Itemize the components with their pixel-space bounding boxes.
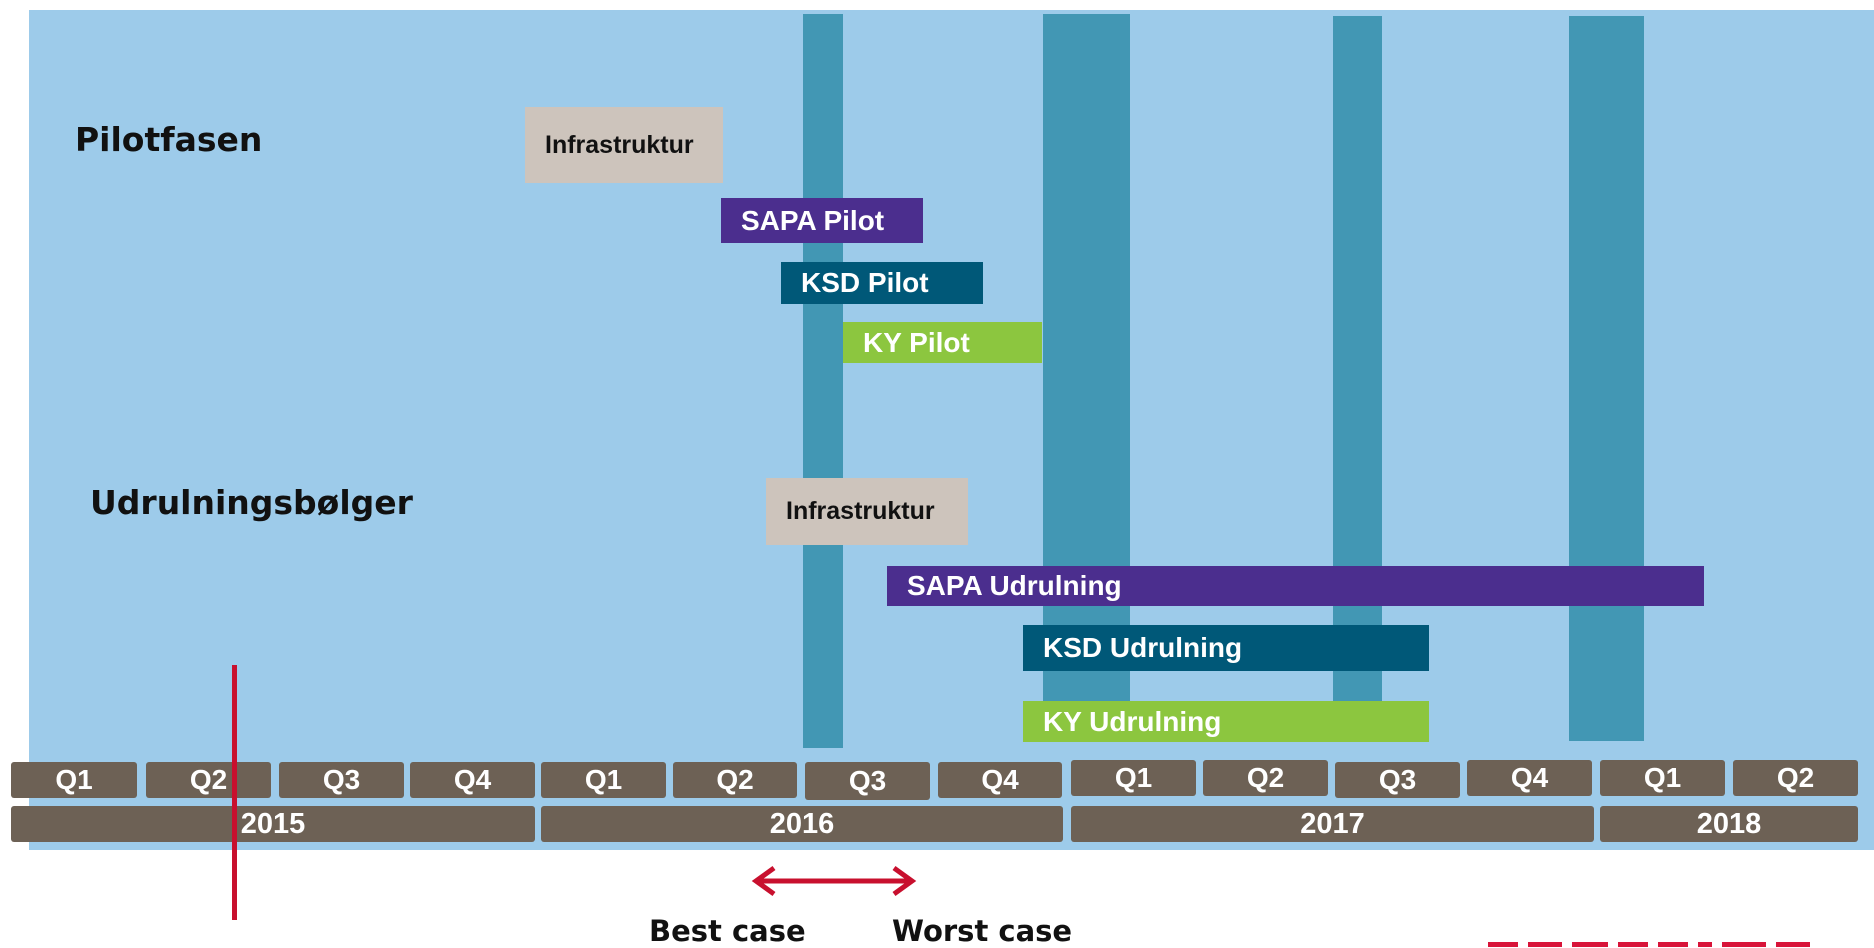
- year-cell: 2015: [11, 806, 535, 842]
- pilot-phase-label: Pilotfasen: [75, 120, 263, 159]
- year-cell: 2017: [1071, 806, 1594, 842]
- quarter-cell: Q2: [146, 762, 271, 798]
- pilot-infrastructure-bar: Infrastruktur: [525, 107, 723, 183]
- rollout-waves-label: Udrulningsbølger: [90, 483, 413, 522]
- company-logo: [1488, 942, 1810, 947]
- ky-pilot-bar: KY Pilot: [843, 322, 1042, 363]
- current-date-marker: [232, 665, 237, 920]
- quarter-cell: Q4: [1467, 760, 1592, 796]
- quarter-cell: Q1: [541, 762, 666, 798]
- quarter-cell: Q4: [410, 762, 535, 798]
- best-case-label: Best case: [649, 914, 806, 948]
- sapa-rollout-bar: SAPA Udrulning: [887, 566, 1704, 606]
- quarter-cell: Q2: [673, 762, 797, 798]
- ksd-pilot-bar: KSD Pilot: [781, 262, 983, 304]
- quarter-cell: Q2: [1733, 760, 1858, 796]
- milestone-band: [803, 14, 843, 748]
- quarter-cell: Q3: [805, 762, 930, 800]
- milestone-band: [1569, 16, 1644, 741]
- timeline-background: [29, 10, 1874, 850]
- quarter-cell: Q1: [1071, 760, 1196, 796]
- quarter-cell: Q3: [1335, 762, 1460, 798]
- quarter-cell: Q1: [11, 762, 137, 798]
- ksd-rollout-bar: KSD Udrulning: [1023, 625, 1429, 671]
- quarter-cell: Q1: [1600, 760, 1725, 796]
- rollout-infrastructure-bar: Infrastruktur: [766, 478, 968, 545]
- year-cell: 2016: [541, 806, 1063, 842]
- quarter-cell: Q3: [279, 762, 404, 798]
- sapa-pilot-bar: SAPA Pilot: [721, 198, 923, 243]
- quarter-cell: Q2: [1203, 760, 1328, 796]
- year-cell: 2018: [1600, 806, 1858, 842]
- ky-rollout-bar: KY Udrulning: [1023, 701, 1429, 742]
- worst-case-label: Worst case: [892, 914, 1073, 948]
- quarter-cell: Q4: [938, 762, 1062, 798]
- double-arrow-icon: [751, 865, 917, 897]
